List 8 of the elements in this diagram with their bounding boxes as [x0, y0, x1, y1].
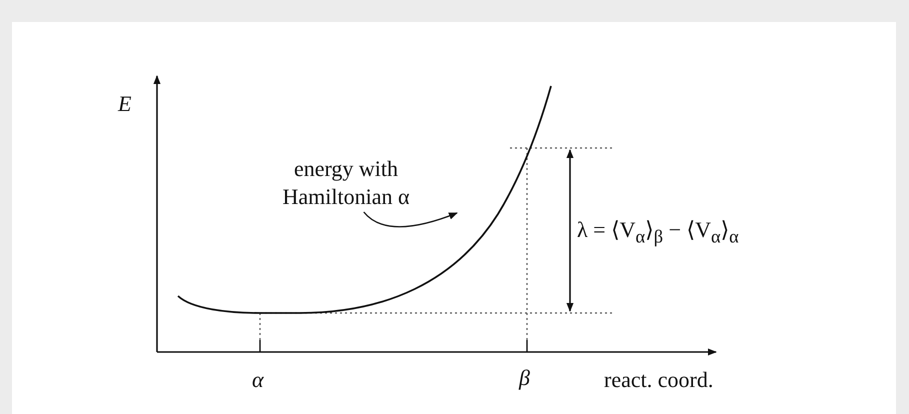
- axis-label: react. coord.: [604, 366, 714, 394]
- formula-label: λ = ⟨V$_{α}$⟩$_{β}$ − ⟨V$_{α}$⟩$_{α}$: [577, 216, 739, 248]
- tick-label: β: [519, 364, 530, 392]
- leader-line: [363, 212, 458, 228]
- axis-label: E: [118, 90, 132, 118]
- energy-curve: [177, 86, 552, 314]
- tick-label: α: [252, 366, 264, 394]
- curve-label: energy with Hamiltonian α: [272, 155, 420, 210]
